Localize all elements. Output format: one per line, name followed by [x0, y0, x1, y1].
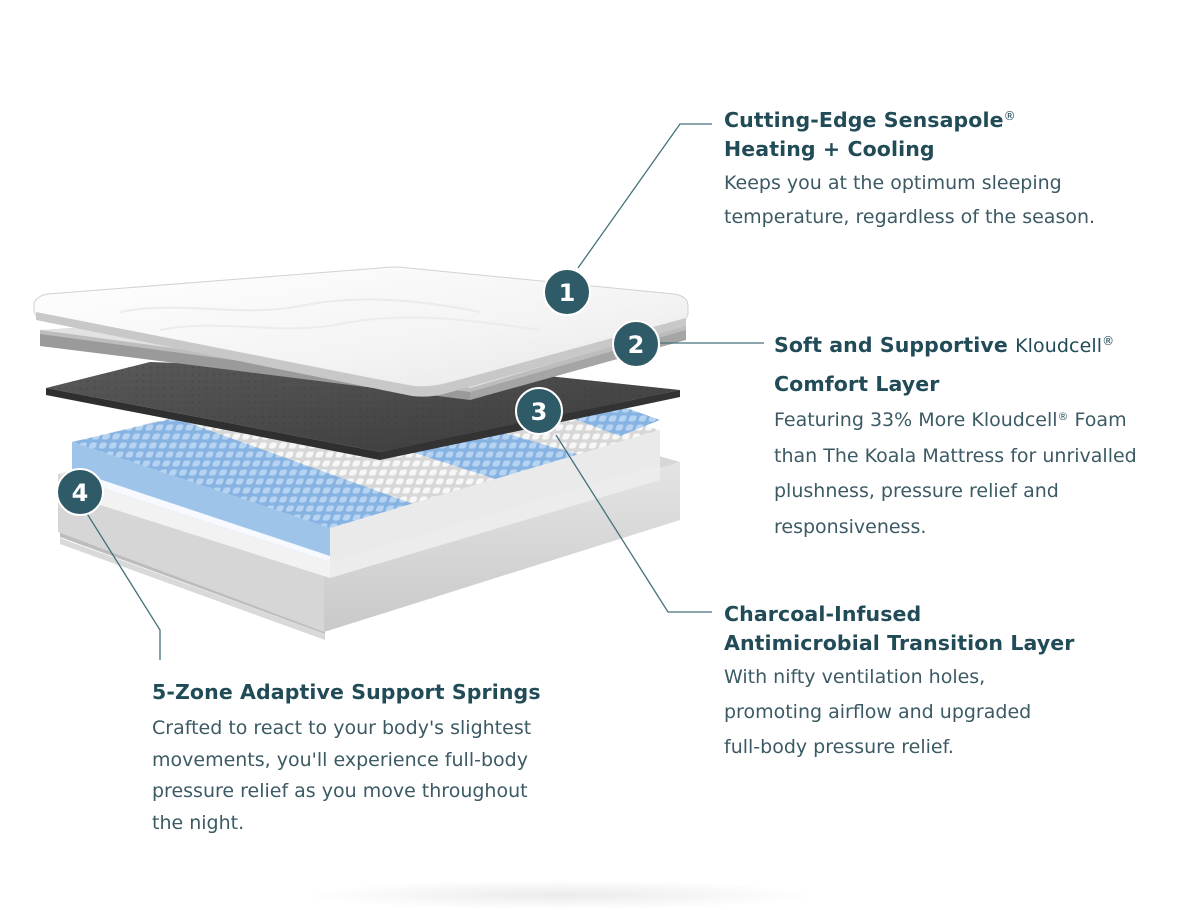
badge-1-number: 1	[559, 279, 576, 307]
callout-sensapole: Cutting-Edge Sensapole® Heating + Coolin…	[724, 106, 1184, 234]
callout-2-desc-line1b: Foam	[1069, 409, 1127, 431]
callout-3-desc-line2: promoting airflow and upgraded	[724, 695, 1184, 730]
callout-2-title-line2: Comfort Layer	[774, 365, 1194, 403]
callout-1-description: Keeps you at the optimum sleeping temper…	[724, 166, 1184, 234]
callout-kloudcell: Soft and Supportive Kloudcell® Comfort L…	[774, 326, 1194, 545]
callout-1-title-line1: Cutting-Edge Sensapole	[724, 108, 1004, 132]
callout-2-desc-line3: plushness, pressure relief and	[774, 474, 1194, 510]
callout-2-heading: Soft and Supportive Kloudcell® Comfort L…	[774, 326, 1194, 403]
callout-4-description: Crafted to react to your body's slightes…	[152, 713, 622, 839]
badge-4-number: 4	[72, 479, 89, 507]
callout-1-desc-line1: Keeps you at the optimum sleeping	[724, 166, 1184, 200]
callout-2-description: Featuring 33% More Kloudcell® Foam than …	[774, 403, 1194, 545]
badge-2: 2	[613, 321, 659, 367]
callout-2-title-bold: Soft and Supportive	[774, 333, 1008, 357]
callout-2-desc-line4: responsiveness.	[774, 510, 1194, 546]
callout-4-heading: 5-Zone Adaptive Support Springs	[152, 678, 622, 707]
badge-3: 3	[516, 388, 562, 434]
callout-4-desc-line1: Crafted to react to your body's slightes…	[152, 713, 622, 745]
callout-3-title-line1: Charcoal-Infused	[724, 600, 1184, 629]
callout-2-desc-line1a: Featuring 33% More Kloudcell	[774, 409, 1058, 431]
callout-3-description: With nifty ventilation holes, promoting …	[724, 660, 1184, 765]
callout-2-title-brand: Kloudcell	[1015, 335, 1102, 357]
callout-1-title-line2: Heating + Cooling	[724, 135, 1184, 164]
callout-4-desc-line4: the night.	[152, 808, 622, 840]
callout-1-heading: Cutting-Edge Sensapole® Heating + Coolin…	[724, 106, 1184, 164]
callout-4-desc-line2: movements, you'll experience full-body	[152, 745, 622, 777]
callout-springs: 5-Zone Adaptive Support Springs Crafted …	[152, 678, 622, 839]
callout-4-desc-line3: pressure relief as you move throughout	[152, 776, 622, 808]
badge-3-number: 3	[531, 398, 548, 426]
callout-4-title-line1: 5-Zone Adaptive Support Springs	[152, 678, 622, 707]
badge-4: 4	[57, 469, 103, 515]
registered-mark: ®	[1102, 334, 1114, 348]
bottom-shadow	[300, 880, 820, 910]
callout-3-desc-line1: With nifty ventilation holes,	[724, 660, 1184, 695]
badge-1: 1	[544, 269, 590, 315]
callout-3-desc-line3: full-body pressure relief.	[724, 730, 1184, 765]
callout-3-heading: Charcoal-Infused Antimicrobial Transitio…	[724, 600, 1184, 658]
leader-line-1	[578, 124, 712, 268]
registered-mark: ®	[1058, 410, 1069, 423]
callout-charcoal: Charcoal-Infused Antimicrobial Transitio…	[724, 600, 1184, 765]
callout-3-title-line2: Antimicrobial Transition Layer	[724, 629, 1184, 658]
callout-1-desc-line2: temperature, regardless of the season.	[724, 200, 1184, 234]
registered-mark: ®	[1004, 109, 1016, 123]
badge-2-number: 2	[628, 331, 645, 359]
callout-2-desc-line2: than The Koala Mattress for unrivalled	[774, 439, 1194, 475]
